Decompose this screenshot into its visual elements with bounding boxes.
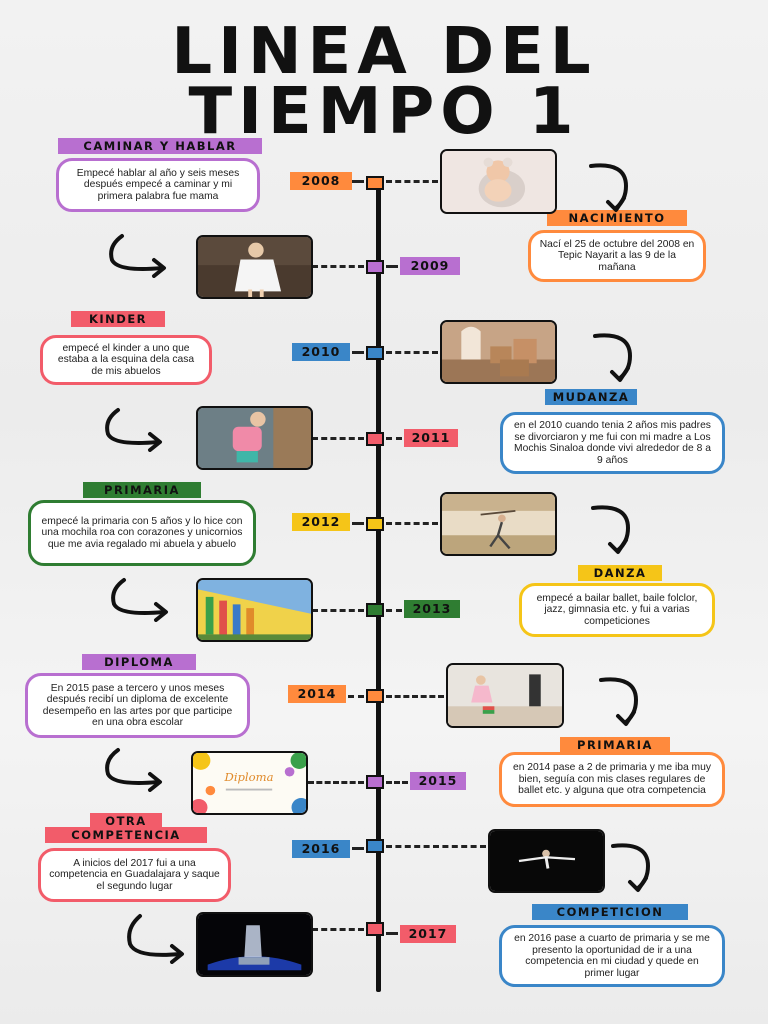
dance-class-photo <box>446 663 564 728</box>
timeline-node-2011 <box>366 432 384 446</box>
timeline-node-2013 <box>366 603 384 617</box>
curved-arrow-icon <box>589 163 629 212</box>
curved-arrow-icon <box>111 578 168 622</box>
label-competencia: COMPETENCIA <box>45 827 207 843</box>
desc-diploma: En 2015 pase a tercero y unos meses desp… <box>25 673 250 738</box>
timeline-node-2009 <box>366 260 384 274</box>
connector <box>352 180 364 183</box>
curved-arrow-icon <box>127 914 184 964</box>
label-diploma: DIPLOMA <box>82 654 196 670</box>
label-danza: DANZA <box>578 565 662 581</box>
label-competicion: COMPETICION <box>532 904 688 920</box>
connector <box>312 928 364 931</box>
label-nacimiento: NACIMIENTO <box>547 210 687 226</box>
year-badge-2010: 2010 <box>292 343 350 361</box>
timeline-node-2010 <box>366 346 384 360</box>
connector <box>312 609 364 612</box>
curved-arrow-icon <box>611 843 651 892</box>
page-title-line-1: LINEA DEL <box>171 15 597 89</box>
connector <box>312 437 364 440</box>
connector <box>386 845 486 848</box>
trophy-photo <box>196 912 313 977</box>
connector <box>352 847 364 850</box>
desc-nacimiento: Nací el 25 de octubre del 2008 en Tepic … <box>528 230 706 282</box>
connector <box>348 695 364 698</box>
year-badge-2014: 2014 <box>288 685 346 703</box>
desc-primaria-2012: empecé la primaria con 5 años y lo hice … <box>28 500 256 566</box>
year-badge-2013: 2013 <box>404 600 460 618</box>
curved-arrow-icon <box>109 234 166 278</box>
label-primaria-2014: PRIMARIA <box>560 737 670 753</box>
year-badge-2008: 2008 <box>290 172 352 190</box>
connector <box>386 781 408 784</box>
label-otra: OTRA <box>90 813 162 829</box>
desc-danza: empecé a bailar ballet, baile folclor, j… <box>519 583 715 637</box>
desc-otra-competencia: A inicios del 2017 fui a una competencia… <box>38 848 231 902</box>
school-building-photo <box>196 578 313 642</box>
timeline-axis <box>376 176 381 992</box>
ballet-stage-photo <box>488 829 605 893</box>
connector <box>352 351 364 354</box>
connector <box>386 437 402 440</box>
label-caminar-y-hablar: CAMINAR Y HABLAR <box>58 138 262 154</box>
timeline-node-2012 <box>366 517 384 531</box>
timeline-node-2015 <box>366 775 384 789</box>
timeline-node-2017 <box>366 922 384 936</box>
curved-arrow-icon <box>593 333 633 382</box>
label-mudanza: MUDANZA <box>545 389 637 405</box>
curved-arrow-icon <box>599 677 639 726</box>
timeline-node-2008 <box>366 176 384 190</box>
connector <box>386 351 438 354</box>
connector <box>386 180 438 183</box>
desc-kinder: empecé el kinder a uno que estaba a la e… <box>40 335 212 385</box>
connector <box>386 932 398 935</box>
desc-caminar-y-hablar: Empecé hablar al año y seis meses despué… <box>56 158 260 212</box>
ballet-photo <box>440 492 557 556</box>
curved-arrow-icon <box>591 505 631 554</box>
desc-competicion: en 2016 pase a cuarto de primaria y se m… <box>499 925 725 987</box>
connector <box>386 695 444 698</box>
desc-primaria-2014: en 2014 pase a 2 de primaria y me iba mu… <box>499 752 725 807</box>
label-primaria-2012: PRIMARIA <box>83 482 201 498</box>
year-badge-2015: 2015 <box>410 772 466 790</box>
connector <box>386 265 398 268</box>
connector <box>308 781 364 784</box>
year-badge-2016: 2016 <box>292 840 350 858</box>
diploma-image: Diploma <box>191 751 308 815</box>
diploma-image-title: Diploma <box>224 770 274 784</box>
moving-boxes-photo <box>440 320 557 384</box>
connector <box>386 522 438 525</box>
baby-photo <box>440 149 557 214</box>
year-badge-2012: 2012 <box>292 513 350 531</box>
curved-arrow-icon <box>105 408 162 452</box>
page-title-line-2: TIEMPO 1 <box>188 75 580 149</box>
timeline-node-2016 <box>366 839 384 853</box>
connector <box>352 522 364 525</box>
year-badge-2011: 2011 <box>404 429 458 447</box>
connector <box>312 265 364 268</box>
label-kinder: KINDER <box>71 311 165 327</box>
girl-backpack-photo <box>196 406 313 470</box>
connector <box>386 609 402 612</box>
year-badge-2017: 2017 <box>400 925 456 943</box>
girl-walking-photo <box>196 235 313 299</box>
timeline-node-2014 <box>366 689 384 703</box>
desc-mudanza: en el 2010 cuando tenia 2 años mis padre… <box>500 412 725 474</box>
year-badge-2009: 2009 <box>400 257 460 275</box>
curved-arrow-icon <box>105 748 162 792</box>
